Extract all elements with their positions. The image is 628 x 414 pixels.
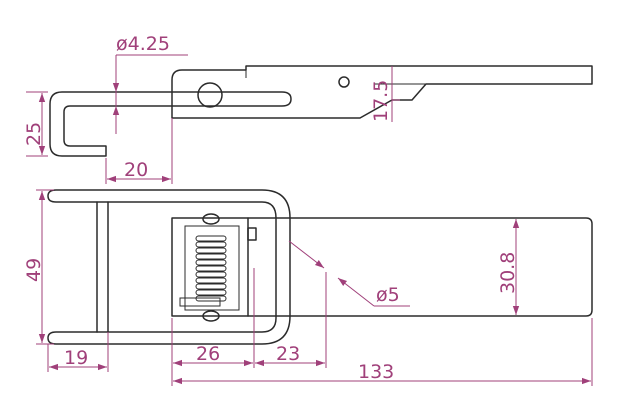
spring-coil — [195, 271, 227, 278]
dim-hook-height: 25 — [23, 91, 48, 157]
dim-overall-length: 133 — [173, 318, 593, 386]
dim-bail-end-label: 19 — [64, 347, 88, 369]
top-view-spring — [195, 235, 227, 302]
top-view-lug — [247, 227, 257, 241]
dim-hole-diameter-label: ø4.25 — [116, 33, 170, 55]
dim-hook-height-label: 25 — [23, 122, 45, 146]
spring-coil — [195, 241, 227, 248]
dim-spring-block: 26 — [171, 268, 255, 386]
spring-coil — [195, 289, 227, 296]
top-view-wire-bail — [47, 189, 291, 345]
dim-slot-height-label: 17.5 — [370, 80, 392, 122]
dim-bail-end: 19 — [47, 332, 109, 372]
top-view-base-block — [171, 217, 249, 317]
dim-lever-width: 30.8 — [497, 219, 520, 315]
dim-pin-diameter-label: ø5 — [376, 284, 400, 306]
spring-coil — [195, 235, 227, 242]
spring-coil — [195, 265, 227, 272]
top-view-pivot-top — [202, 213, 220, 225]
dim-pin-diameter: ø5 — [288, 240, 410, 307]
dim-spring-block-label: 26 — [196, 343, 220, 365]
dim-hook-length-label: 20 — [124, 159, 148, 181]
dim-to-hole: 23 — [255, 272, 327, 368]
side-view-lever-body — [171, 65, 593, 119]
top-view-spring-tab — [179, 297, 221, 307]
dim-hole-diameter: ø4.25 — [112, 33, 188, 134]
side-view: ø4.25 17.5 25 20 — [23, 33, 593, 184]
spring-coil — [195, 253, 227, 260]
top-view-lever-plate — [247, 217, 593, 317]
dim-hook-length: 20 — [105, 118, 173, 184]
spring-coil — [195, 277, 227, 284]
dim-overall-length-label: 133 — [358, 361, 394, 383]
spring-coil — [195, 283, 227, 290]
top-view-spring-housing — [184, 225, 240, 311]
side-view-wire-hook — [49, 91, 292, 157]
side-view-small-hole — [338, 76, 350, 88]
side-view-pivot-circle — [197, 82, 223, 108]
top-view-pivot-bottom — [202, 310, 220, 322]
dim-to-hole-label: 23 — [276, 343, 300, 365]
dim-overall-width: 49 — [23, 189, 54, 345]
spring-coil — [195, 259, 227, 266]
spring-coil — [195, 247, 227, 254]
dim-lever-width-label: 30.8 — [497, 252, 519, 294]
dim-slot-height: 17.5 — [370, 66, 400, 122]
dim-overall-width-label: 49 — [23, 258, 45, 282]
top-view: 49 19 26 23 133 — [23, 189, 593, 386]
